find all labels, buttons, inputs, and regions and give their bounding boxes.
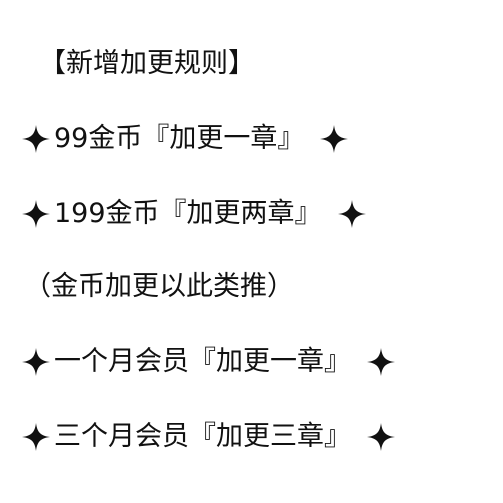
- four-point-star-icon: [320, 125, 349, 153]
- rule-note-text: （金币加更以此类推）: [24, 271, 294, 302]
- four-point-star-icon: [22, 423, 50, 451]
- notice-title-text: 【新增加更规则】: [39, 48, 255, 79]
- rule-text: 三个月会员『加更三章』: [54, 421, 351, 452]
- rule-line-one-month-member: 一个月会员『加更一章』: [22, 345, 395, 379]
- rule-text: 99金币『加更一章』: [54, 123, 305, 154]
- rule-line-note: （金币加更以此类推）: [24, 270, 294, 304]
- rule-text: 199金币『加更两章』: [54, 198, 322, 229]
- four-point-star-icon: [337, 200, 366, 228]
- four-point-star-icon: [22, 200, 50, 228]
- rule-line-99-coins: 99金币『加更一章』: [22, 122, 349, 156]
- rule-text: 一个月会员『加更一章』: [54, 346, 351, 377]
- four-point-star-icon: [22, 348, 50, 376]
- rule-line-three-month-member: 三个月会员『加更三章』: [22, 420, 395, 454]
- four-point-star-icon: [367, 348, 395, 376]
- notice-title: 【新增加更规则】: [39, 47, 255, 81]
- four-point-star-icon: [22, 125, 50, 153]
- four-point-star-icon: [367, 423, 395, 451]
- rule-line-199-coins: 199金币『加更两章』: [22, 197, 366, 231]
